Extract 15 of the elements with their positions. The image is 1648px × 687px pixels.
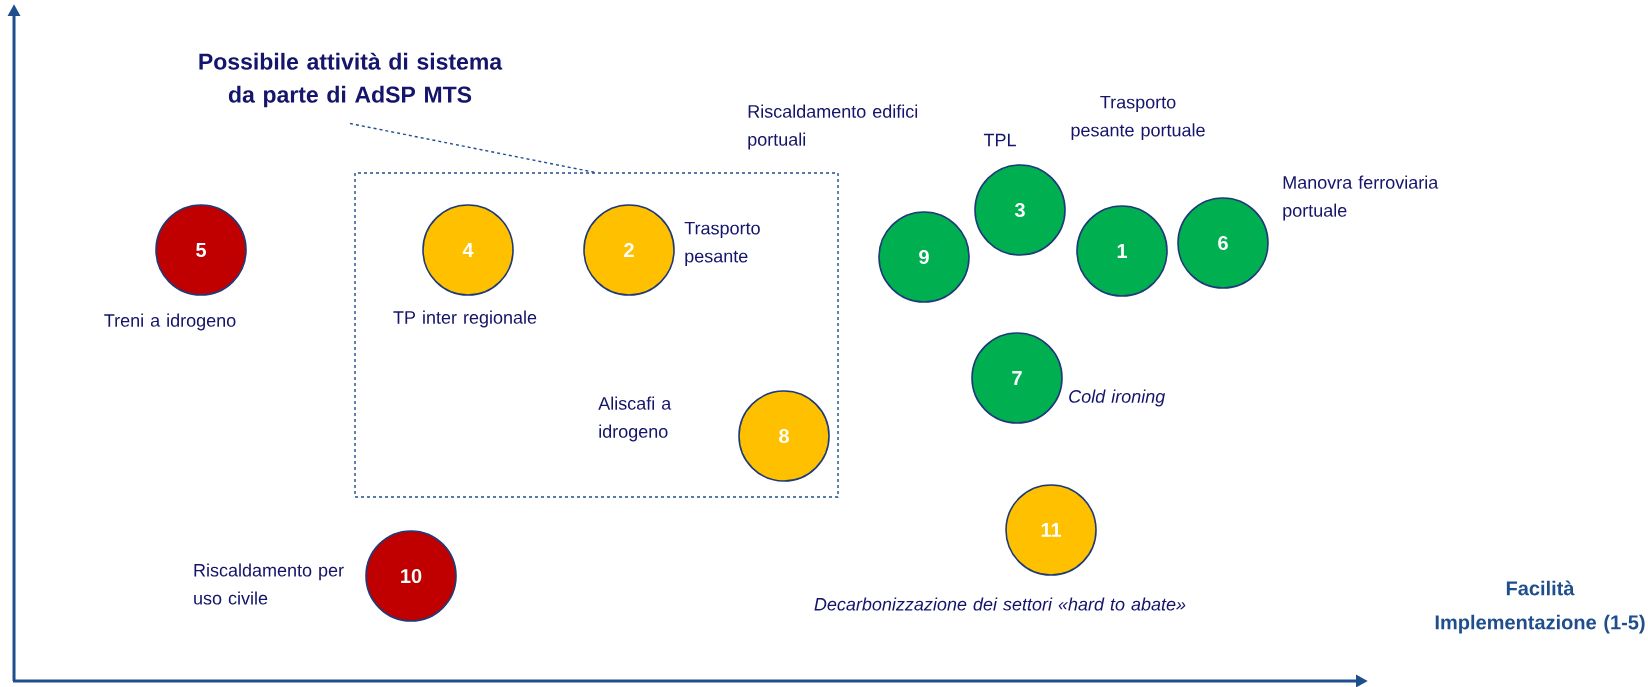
circle-label: Cold ironing xyxy=(1069,389,1166,407)
circle-label: Treni a idrogeno xyxy=(104,313,236,331)
circle-label: TP inter regionale xyxy=(393,310,537,328)
leader-line xyxy=(349,122,595,173)
dashed-frame xyxy=(354,172,839,498)
circle-label: Trasporto pesante xyxy=(684,221,760,267)
text-label: Riscaldamento edifici portuali xyxy=(748,104,918,150)
circle-label: Riscaldamento per uso civile xyxy=(194,563,344,605)
heading: Possibile attività di sistema da parte di AdSP MTS xyxy=(199,52,503,108)
circle-label: Decarbonizzazione dei settori «hard to abate» xyxy=(814,597,1186,611)
text-label: Trasporto pesante portuale xyxy=(1071,95,1205,141)
circle-label: Manovra ferroviaria portuale xyxy=(1283,175,1439,221)
circle-label: Aliscafi a idrogeno xyxy=(598,396,672,442)
circle-label: TPL xyxy=(983,133,1016,147)
axis-label: Facilità Implementazione (1-5) xyxy=(1435,580,1645,634)
